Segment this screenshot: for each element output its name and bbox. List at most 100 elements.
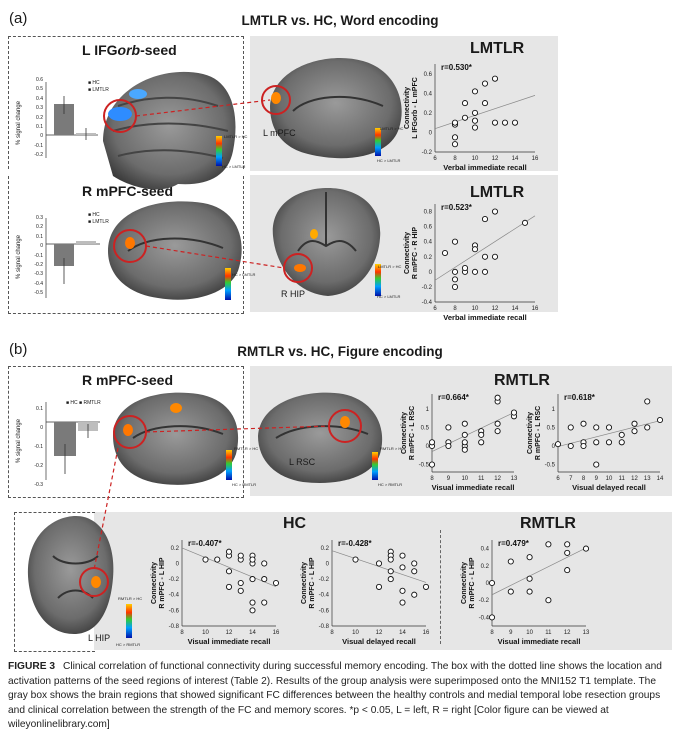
data-point — [564, 567, 571, 574]
x-tick-label: 12 — [492, 306, 499, 312]
y-axis-label-1: Connectivity — [301, 562, 308, 604]
y-tick-label: 0 — [426, 444, 430, 450]
seed1-cb-bottom: HC > LMTLR — [222, 164, 246, 169]
lmpfc-cb-bottom: HC > LMTLR — [377, 158, 401, 163]
x-tick-label: 8 — [453, 306, 457, 312]
data-point — [399, 599, 406, 606]
y-tick-label: 0.2 — [481, 564, 490, 570]
brain-medial-lmpfc — [261, 58, 402, 159]
x-tick-label: 8 — [490, 630, 494, 636]
y-tick-label: -0.6 — [319, 608, 330, 614]
data-point — [510, 409, 518, 416]
y-tick-label: -0.2 — [422, 285, 433, 291]
data-point — [237, 587, 244, 594]
data-point — [491, 75, 499, 82]
x-tick-label: 12 — [376, 630, 383, 636]
y-tick-label: -0.2 — [319, 577, 330, 583]
y-tick-label: 0 — [552, 444, 556, 450]
data-point — [582, 545, 590, 552]
y-tick-label: 0 — [429, 130, 433, 136]
data-point — [564, 549, 571, 556]
data-point — [249, 576, 256, 583]
x-tick-label: 14 — [512, 306, 519, 312]
data-point — [471, 109, 479, 116]
y-tick-label: -0.5 — [419, 463, 430, 469]
x-tick-label: 8 — [330, 630, 334, 636]
data-point — [481, 253, 489, 260]
data-point — [631, 428, 638, 435]
data-point — [387, 576, 394, 583]
data-point — [451, 276, 459, 283]
y-tick-label: -0.4 — [422, 300, 433, 306]
y-tick-label: 0.8 — [424, 210, 433, 216]
data-point — [507, 558, 514, 565]
panel-a-brains — [45, 58, 402, 300]
seed1-barchart — [45, 82, 98, 158]
data-point — [451, 141, 459, 148]
y-tick-label: 0.4 — [424, 240, 433, 246]
data-point — [411, 568, 418, 575]
x-axis-label: Visual immediate recall — [498, 637, 581, 646]
x-tick-label: 14 — [399, 630, 406, 636]
data-point — [644, 424, 651, 431]
data-point — [249, 556, 256, 563]
data-point — [461, 265, 469, 272]
data-point — [481, 268, 489, 275]
data-point — [411, 591, 418, 598]
x-axis-label: Verbal immediate recall — [443, 313, 526, 322]
hip-box — [14, 512, 95, 652]
seed-b-ylabel: % signal change — [16, 418, 22, 464]
data-point — [494, 394, 501, 401]
x-tick-label: 9 — [447, 476, 451, 482]
r-value: r=0.530* — [441, 63, 473, 72]
brain-lateral-seed1 — [103, 71, 236, 190]
y-axis-label-1: Connectivity — [527, 412, 534, 454]
x-tick-label: 6 — [433, 156, 437, 162]
y-tick-label: 0.2 — [321, 546, 330, 552]
y-tick-label: -0.2 — [422, 150, 433, 156]
data-point — [478, 431, 485, 438]
y-tick-label: -0.5 — [545, 463, 556, 469]
data-point — [272, 579, 280, 587]
y-axis-label-2: R mPFC - L HIP — [469, 557, 476, 609]
connector-b1 — [145, 425, 331, 433]
x-tick-label: 8 — [430, 476, 434, 482]
y-tick-label: -0.4 — [479, 615, 490, 621]
brain-medial-seed-b — [113, 392, 239, 485]
data-point — [249, 607, 256, 614]
r-value: r=0.664* — [438, 393, 470, 402]
data-point — [411, 560, 418, 567]
data-point — [445, 424, 452, 431]
data-point — [202, 556, 209, 563]
data-point — [471, 124, 479, 131]
data-point — [481, 100, 489, 107]
region-label-lrsc: L RSC — [289, 457, 316, 467]
plot1-title: LMTLR — [470, 40, 525, 57]
data-point — [461, 439, 468, 446]
data-point — [501, 119, 509, 126]
data-point — [478, 439, 485, 446]
x-tick-label: 10 — [461, 476, 468, 482]
data-point — [214, 556, 221, 563]
y-tick-label: 1 — [426, 407, 430, 413]
data-point — [494, 420, 501, 427]
data-point — [237, 552, 244, 559]
data-point — [605, 439, 613, 446]
seed-b-bar-hc — [54, 422, 76, 456]
x-tick-label: 12 — [564, 630, 571, 636]
x-tick-label: 10 — [606, 476, 613, 482]
data-point — [225, 568, 233, 575]
y-tick-label: 0 — [326, 561, 330, 567]
x-tick-label: 8 — [453, 156, 457, 162]
x-tick-label: 12 — [494, 476, 501, 482]
seed1-cb-top: LMTLR > HC — [224, 134, 248, 139]
x-tick-label: 10 — [472, 156, 479, 162]
x-tick-label: 11 — [545, 630, 552, 636]
data-point — [445, 442, 452, 450]
seed-b-barchart — [45, 402, 100, 480]
